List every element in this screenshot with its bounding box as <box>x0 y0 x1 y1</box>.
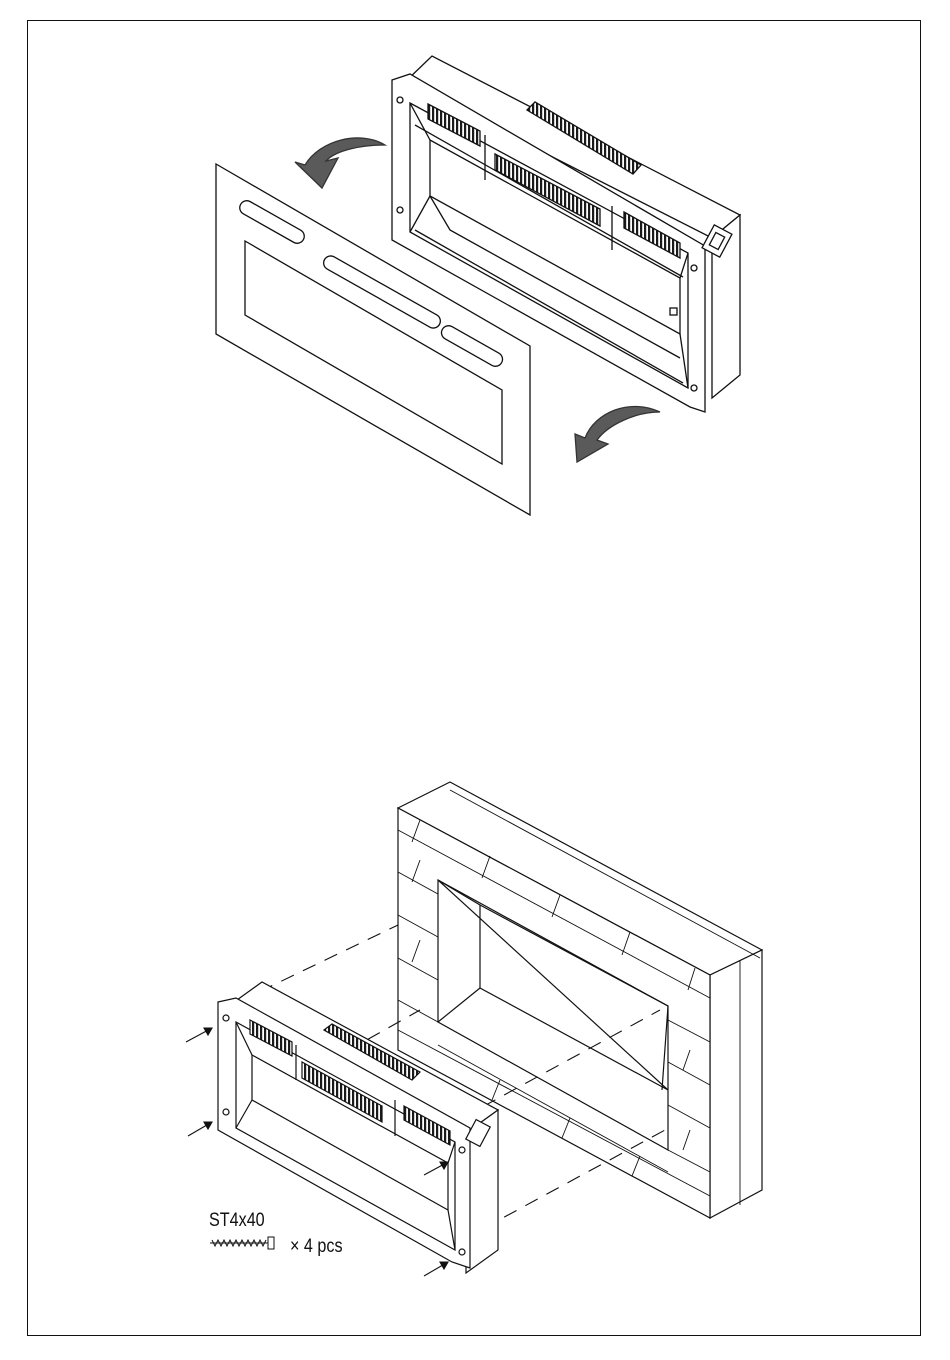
arrow-remove-lower-icon <box>575 406 660 462</box>
screw-spec-label: ST4x40 <box>209 1210 265 1232</box>
top-step <box>216 56 740 515</box>
screw-quantity-label: × 4 pcs <box>290 1236 343 1258</box>
arrow-remove-upper-icon <box>295 138 385 188</box>
screw-icon <box>210 1237 274 1249</box>
bottom-step <box>186 782 762 1276</box>
surround-side-face <box>710 950 762 1218</box>
